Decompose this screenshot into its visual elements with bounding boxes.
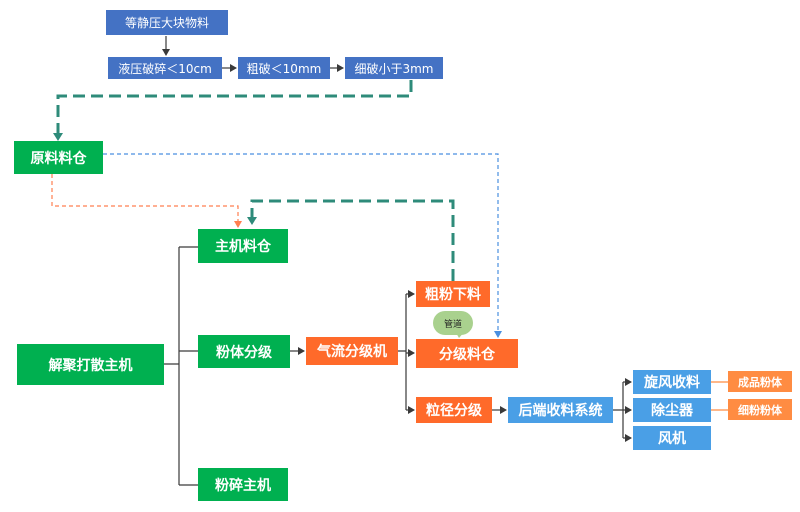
node-particle-classify: 粒径分级 (416, 397, 492, 423)
node-cyclone: 旋风收料 (633, 370, 711, 394)
node-top-material: 等静压大块物料 (106, 10, 228, 35)
node-coarse-crush: 粗破＜10mm (238, 57, 330, 79)
dashed-coarse-to-main-silo (247, 199, 455, 281)
tree-air-classifier (398, 294, 407, 410)
node-hydraulic-crush: 液压破碎＜10cm (108, 57, 222, 79)
tree-backend (613, 382, 624, 438)
node-fine-crush: 细破小于3mm (345, 57, 443, 79)
node-raw-silo: 原料料仓 (14, 141, 103, 174)
tree-deagglomerate (164, 246, 198, 486)
node-back-end: 后端收料系统 (508, 397, 613, 423)
node-dust-remover: 除尘器 (633, 398, 711, 422)
node-coarse-discharge: 粗粉下料 (416, 281, 490, 307)
node-finished-powder: 成品粉体 (728, 371, 792, 392)
node-fan: 风机 (633, 426, 711, 450)
node-crush-main: 粉碎主机 (198, 468, 288, 501)
node-classify-silo: 分级料仓 (416, 339, 518, 368)
pipe-callout-bubble: 管道 (433, 311, 473, 335)
pipe-callout-tail (455, 331, 465, 338)
dashed-raw-to-classify-silo (103, 153, 502, 338)
node-fine-powder: 细粉粉体 (728, 399, 792, 420)
dashed-fine-to-raw-silo (53, 80, 413, 141)
node-air-classifier: 气流分级机 (306, 337, 398, 365)
node-powder-classify: 粉体分级 (198, 335, 290, 368)
node-deagglomerate: 解聚打散主机 (17, 344, 164, 385)
node-main-silo: 主机料仓 (198, 229, 288, 263)
dashed-raw-to-main-silo (51, 174, 242, 228)
